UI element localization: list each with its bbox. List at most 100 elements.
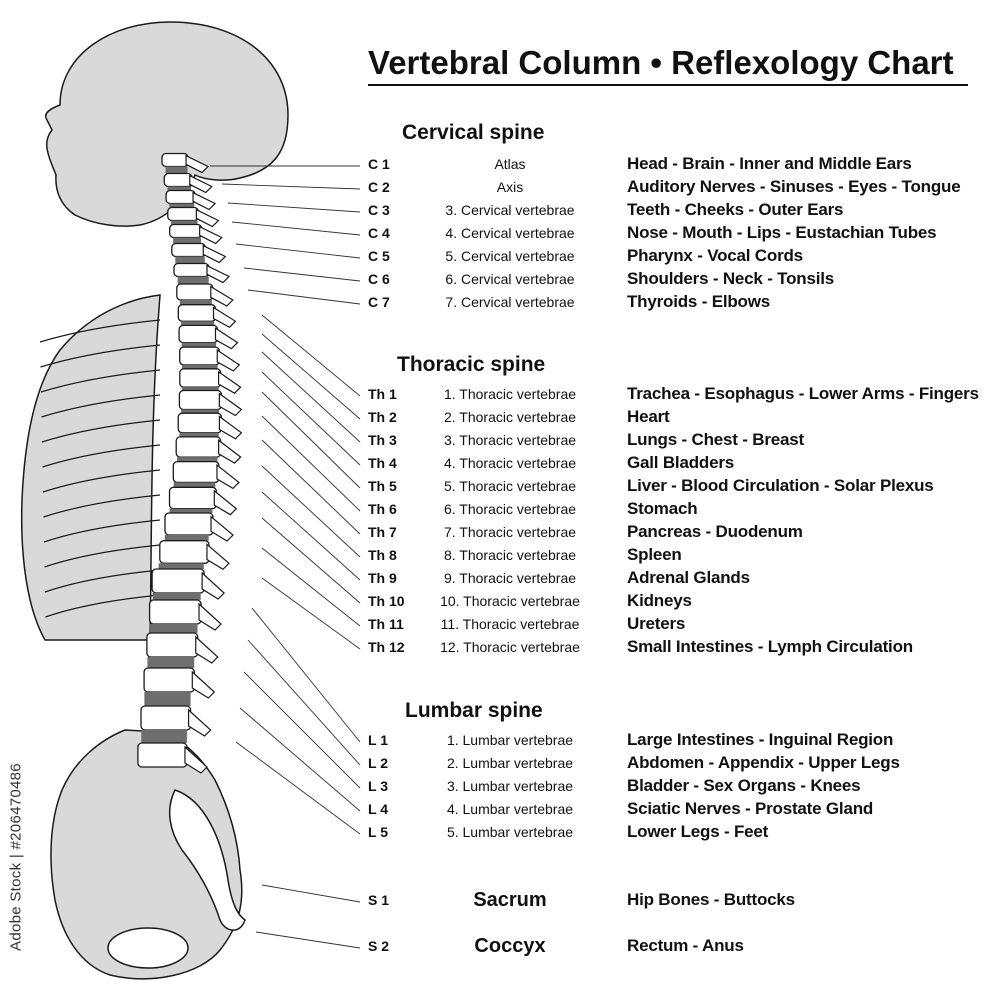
intervertebral-disc: [147, 657, 195, 668]
vertebra: [143, 667, 195, 693]
spinous-process: [210, 515, 234, 542]
spinous-process: [216, 463, 240, 490]
vertebra-name: 2. Thoracic vertebrae: [443, 409, 577, 425]
intervertebral-disc: [164, 535, 209, 541]
vertebra-name: 9. Thoracic vertebrae: [443, 570, 577, 586]
vertebra-code: Th 6: [368, 501, 397, 517]
vertebra-code: S 1: [368, 892, 390, 908]
organ-list: Trachea - Esophagus - Lower Arms - Finge…: [627, 384, 979, 403]
spinous-process: [201, 571, 225, 600]
rib-lines: [39, 319, 161, 618]
spinous-process: [191, 670, 216, 699]
vertebra-code: Th 9: [368, 570, 397, 586]
spinous-process: [206, 264, 231, 284]
leader-line: [243, 671, 361, 789]
vertebra-name: 7. Cervical vertebrae: [445, 294, 575, 310]
rib: [42, 444, 161, 468]
vertebra-code: Th 7: [368, 524, 397, 540]
section-lumbar: Lumbar spine: [405, 699, 543, 722]
vertebra-code: S 2: [368, 938, 390, 954]
vertebra-name: 10. Thoracic vertebrae: [440, 593, 580, 609]
leader-line: [231, 221, 361, 236]
leader-line: [247, 639, 361, 766]
vertebra-name: 7. Thoracic vertebrae: [443, 524, 577, 540]
leader-line: [243, 267, 361, 282]
spinous-process: [195, 635, 219, 664]
intervertebral-disc: [181, 342, 217, 348]
vertebra-name: 4. Lumbar vertebrae: [446, 801, 574, 817]
leader-line: [261, 491, 361, 581]
spinous-process: [198, 602, 222, 631]
leader-line: [261, 415, 361, 512]
section-cervical: Cervical spine: [402, 121, 545, 144]
intervertebral-disc: [144, 692, 191, 706]
vertebra-name: 5. Lumbar vertebrae: [446, 824, 574, 840]
leader-line: [261, 371, 361, 466]
rib: [44, 569, 161, 593]
vertebra-name: 8. Thoracic vertebrae: [443, 547, 577, 563]
intervertebral-disc: [150, 624, 198, 633]
spinous-process: [213, 489, 238, 516]
intervertebral-disc: [152, 593, 201, 600]
spinous-process: [218, 439, 242, 464]
vertebra-code: Th 3: [368, 432, 397, 448]
vertebra-name: Atlas: [494, 156, 526, 172]
vertebra-code: Th 4: [368, 455, 397, 471]
leader-line: [261, 517, 361, 604]
intervertebral-disc: [169, 508, 213, 513]
pelvis-foramen: [107, 927, 189, 969]
intervertebral-disc: [179, 300, 212, 305]
vertebra-code: Th 10: [368, 593, 405, 609]
stock-credit-text: Adobe Stock | #206470486: [7, 763, 25, 951]
leader-line: [227, 202, 361, 213]
vertebra-code: C 4: [368, 225, 390, 241]
spinous-process: [199, 225, 223, 245]
organ-list: Auditory Nerves - Sinuses - Eyes - Tongu…: [627, 177, 961, 196]
intervertebral-disc: [181, 321, 215, 326]
intervertebral-disc: [165, 166, 188, 174]
vertebra-name: 12. Thoracic vertebrae: [440, 639, 580, 655]
leader-line: [261, 465, 361, 558]
leader-line: [261, 333, 361, 420]
leader-line: [261, 547, 361, 627]
vertebra-name: 6. Thoracic vertebrae: [443, 501, 577, 517]
rib: [39, 319, 161, 343]
rib: [43, 519, 161, 543]
spinous-process: [192, 191, 217, 211]
organ-list: Nose - Mouth - Lips - Eustachian Tubes: [627, 223, 937, 242]
skull: [44, 21, 289, 227]
vertebra-code: Th 2: [368, 409, 397, 425]
organ-list: Liver - Blood Circulation - Solar Plexus: [627, 476, 934, 495]
vertebral-column: [137, 152, 243, 774]
pelvis: [50, 729, 243, 980]
vertebra-code: Th 11: [368, 616, 404, 632]
leader-line: [235, 741, 361, 835]
vertebra-name: 1. Lumbar vertebrae: [446, 732, 574, 748]
rib: [42, 469, 161, 493]
organ-list: Teeth - Cheeks - Outer Ears: [627, 200, 844, 219]
sacrum: [168, 789, 246, 931]
vertebra-code: L 1: [368, 732, 388, 748]
vertebra-name: 2. Lumbar vertebrae: [446, 755, 574, 771]
spinous-process: [218, 392, 243, 417]
rib: [40, 344, 161, 368]
organ-list: Kidneys: [627, 591, 692, 610]
spinous-process: [184, 745, 208, 774]
intervertebral-disc: [158, 563, 204, 569]
intervertebral-disc: [182, 364, 218, 369]
vertebra-code: Th 8: [368, 547, 397, 563]
spinous-process: [185, 154, 210, 174]
chart-title: Vertebral Column • Reflexology Chart: [368, 44, 968, 86]
vertebra-name: 4. Cervical vertebrae: [445, 225, 575, 241]
rib: [44, 544, 161, 568]
leader-line: [235, 243, 361, 259]
organ-list: Rectum - Anus: [627, 936, 744, 955]
vertebra-code: Th 5: [368, 478, 397, 494]
